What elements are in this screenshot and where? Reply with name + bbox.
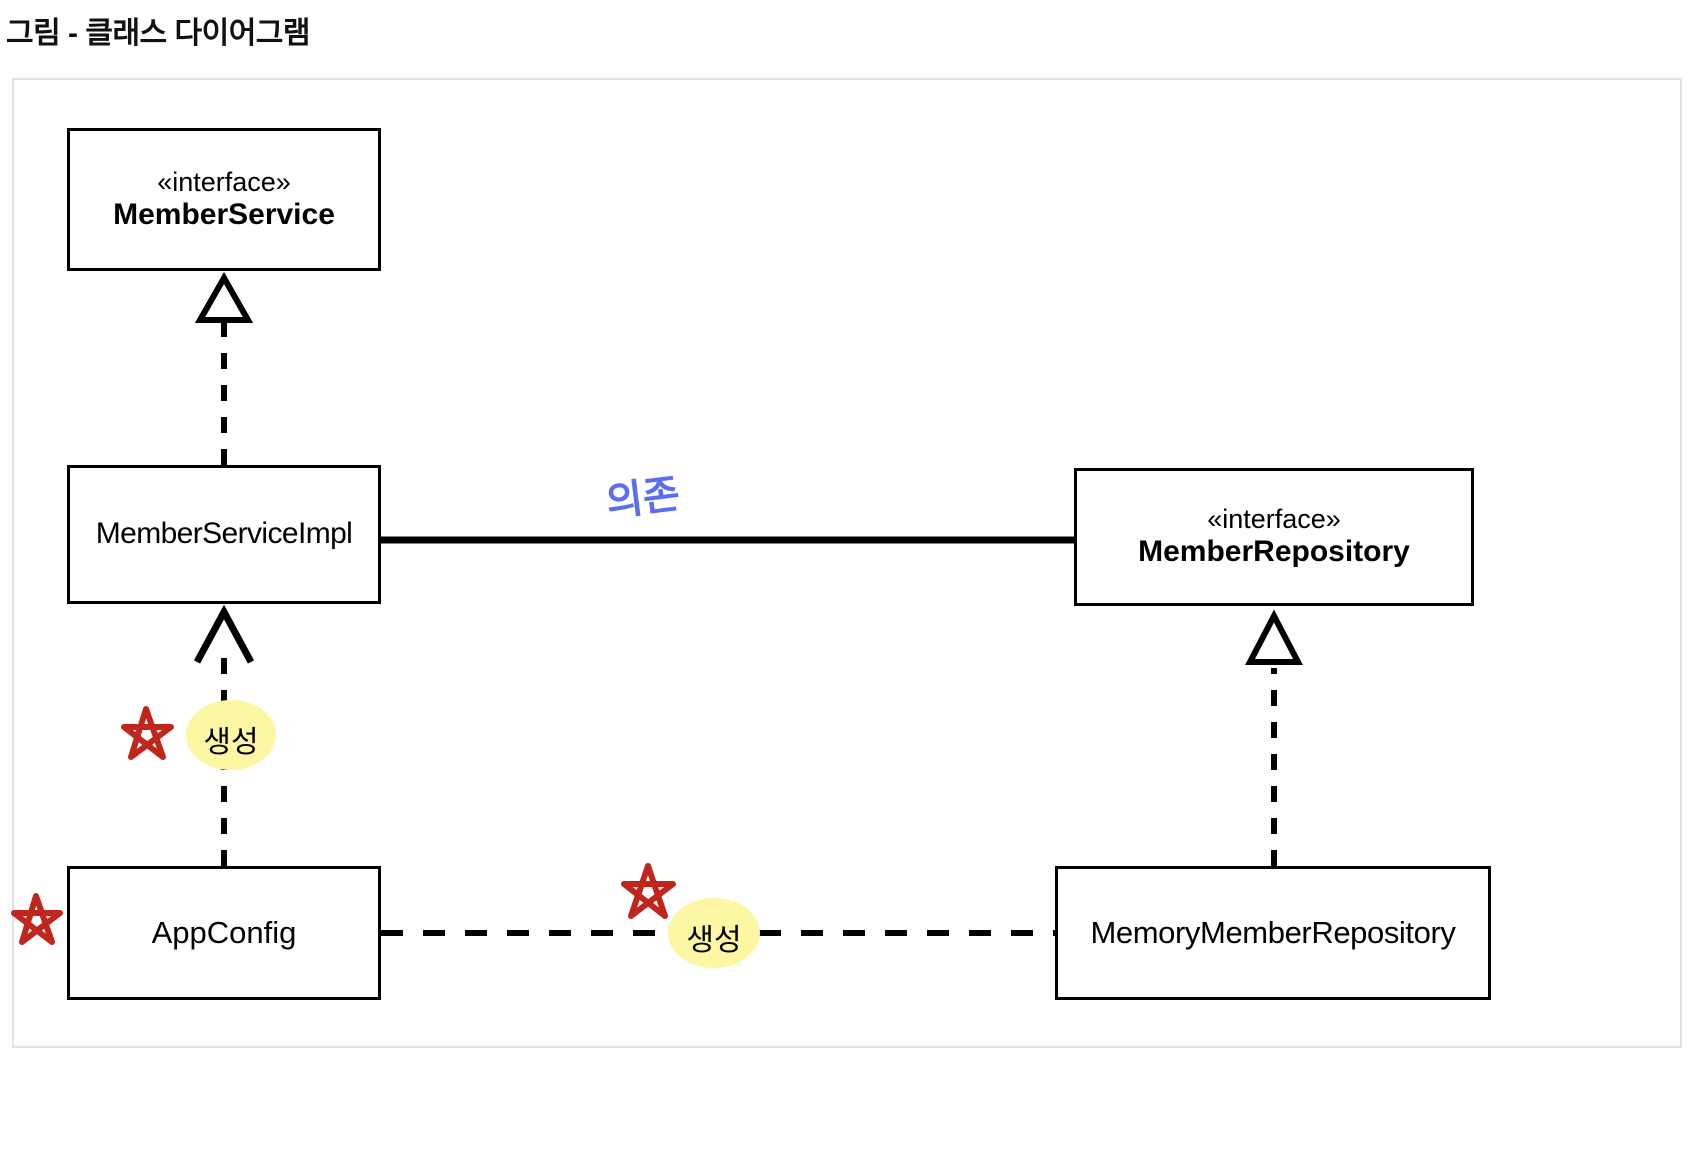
annotation-star-above-create-impl xyxy=(121,706,174,760)
open-arrowhead xyxy=(193,604,255,664)
annotation-star-above-create-repo xyxy=(621,863,676,919)
star-icon xyxy=(11,893,63,945)
connector-impl-depends-repository xyxy=(381,508,1178,572)
hollow-triangle-arrowhead xyxy=(194,271,254,323)
class-name: MemberRepository xyxy=(1138,535,1410,569)
class-name: MemoryMemberRepository xyxy=(1090,915,1456,951)
class-name: MemberServiceImpl xyxy=(95,517,353,551)
class-box-member-service-impl[interactable]: MemberServiceImpl xyxy=(67,465,381,604)
class-name: MemberService xyxy=(113,197,335,231)
class-box-memory-member-repository[interactable]: MemoryMemberRepository xyxy=(1055,866,1491,1000)
class-box-member-repository[interactable]: «interface» MemberRepository xyxy=(1074,468,1474,606)
annotation-star-left-appconfig xyxy=(11,893,63,945)
hollow-triangle-arrowhead xyxy=(1245,609,1303,665)
class-stereotype: «interface» xyxy=(1207,504,1341,535)
connector-appconfig-creates-memory-repo xyxy=(381,902,1158,964)
class-name: AppConfig xyxy=(151,915,297,951)
class-box-app-config[interactable]: AppConfig xyxy=(67,866,381,1000)
highlight-oval-create-memory-repo xyxy=(668,898,760,968)
edge-label-depends: 의존 xyxy=(603,471,683,526)
edge-label-create-impl: 생성 xyxy=(203,726,259,759)
connector-impl-realizes-service xyxy=(194,271,254,465)
highlight-oval-create-impl xyxy=(186,700,276,770)
edge-label-create-memory-repo: 생성 xyxy=(686,924,742,957)
star-icon xyxy=(121,706,174,760)
page-title: 그림 - 클래스 다이어그램 xyxy=(6,17,311,50)
class-box-member-service[interactable]: «interface» MemberService xyxy=(67,128,381,271)
star-icon xyxy=(621,863,676,919)
class-stereotype: «interface» xyxy=(157,166,291,197)
connector-memory-realizes-repository xyxy=(1245,609,1303,866)
